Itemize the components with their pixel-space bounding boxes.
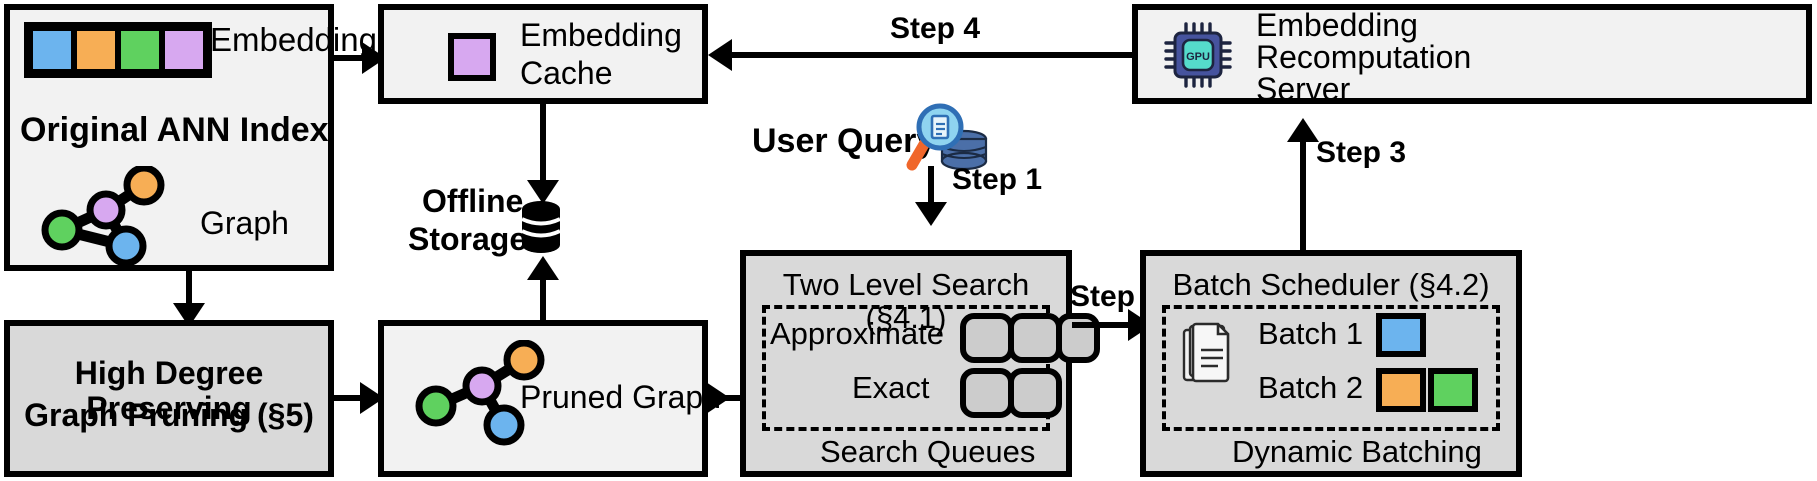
arrow-pruning-to-pruned-line xyxy=(334,395,366,401)
batch1-label: Batch 1 xyxy=(1258,316,1364,351)
arrow-step2-line xyxy=(1072,322,1136,328)
gpu-chip-text: GPU xyxy=(1186,51,1210,63)
exact-queue-slot xyxy=(1008,368,1062,418)
pruned-graph-label: Pruned Graph xyxy=(520,379,722,415)
arrow-step4-line xyxy=(732,52,1132,58)
embedding-cell xyxy=(162,28,206,72)
embedding-cache-box xyxy=(378,4,708,104)
embedding-cache-title-line2: Cache xyxy=(520,55,613,91)
arrow-pruned-to-search-head xyxy=(706,382,730,414)
offline-storage-label-line2: Storage xyxy=(408,221,528,257)
arrow-cache-to-storage-line xyxy=(540,104,546,186)
arrow-step1-line xyxy=(928,166,934,208)
pruned-graph-figure xyxy=(404,339,564,450)
approximate-queue-slot xyxy=(1056,313,1100,363)
exact-row-label: Exact xyxy=(852,370,930,405)
batch-scheduler-title: Batch Scheduler (§4.2) xyxy=(1172,267,1490,302)
dynamic-batching-panel xyxy=(1162,305,1500,431)
recomputation-server-line2: Recomputation xyxy=(1256,39,1472,75)
dynamic-batching-footer: Dynamic Batching xyxy=(1232,434,1482,469)
batch2-swatch xyxy=(1376,368,1426,412)
approximate-queue-slot xyxy=(960,313,1014,363)
original-ann-index-title: Original ANN Index xyxy=(20,111,329,149)
documents-icon xyxy=(1180,322,1236,394)
batch1-swatch xyxy=(1376,313,1426,357)
arrow-pruned-to-storage-line xyxy=(540,268,546,320)
embedding-cache-swatch xyxy=(448,33,496,81)
two-level-search-box: Two Level Search (§4.1) xyxy=(740,250,1072,477)
gpu-chip-icon: GPU xyxy=(1164,22,1234,88)
arrow-index-to-cache-line xyxy=(334,55,370,61)
exact-queue-slot xyxy=(960,368,1014,418)
arrow-step3-line xyxy=(1300,135,1306,250)
search-queues-footer: Search Queues xyxy=(820,434,1036,469)
recomputation-server-box xyxy=(1132,4,1812,104)
embedding-strip xyxy=(24,22,212,78)
graph-label: Graph xyxy=(200,205,289,241)
recomputation-server-line3: Server xyxy=(1256,71,1351,107)
embedding-cell xyxy=(30,28,74,72)
arrow-step1-head xyxy=(915,202,947,226)
graph-pruning-title-line2: Graph Pruning (§5) xyxy=(24,397,314,433)
database-icon xyxy=(520,200,562,254)
batch2-label: Batch 2 xyxy=(1258,370,1364,405)
graph-pruning-title-line1: High Degree Preserving xyxy=(74,355,264,426)
arrow-cache-to-storage-head xyxy=(527,180,559,204)
approximate-queue-slot xyxy=(1008,313,1062,363)
original-graph-figure xyxy=(34,164,184,267)
arrow-pruned-to-storage-head xyxy=(527,256,559,280)
embedding-cell xyxy=(118,28,162,72)
step1-label: Step 1 xyxy=(952,163,1043,196)
approximate-row-label: Approximate xyxy=(770,316,945,351)
arrow-step4-head xyxy=(708,39,732,71)
offline-storage-label-line1: Offline xyxy=(422,183,524,219)
user-query-label: User Query xyxy=(752,122,936,160)
recomputation-server-line1: Embedding xyxy=(1256,7,1418,43)
embedding-label: Embedding xyxy=(210,21,377,58)
embedding-cell xyxy=(74,28,118,72)
arrow-index-to-pruning-line xyxy=(186,271,192,309)
graph-pruning-box: High Degree Preserving Graph Pruning (§5… xyxy=(4,320,334,477)
arrow-step3-head xyxy=(1287,118,1319,142)
query-magnifier-icon xyxy=(900,103,988,175)
embedding-cache-title-line1: Embedding xyxy=(520,17,682,53)
step4-label: Step 4 xyxy=(890,12,981,45)
step3-label: Step 3 xyxy=(1316,136,1407,169)
batch2-swatch xyxy=(1428,368,1478,412)
